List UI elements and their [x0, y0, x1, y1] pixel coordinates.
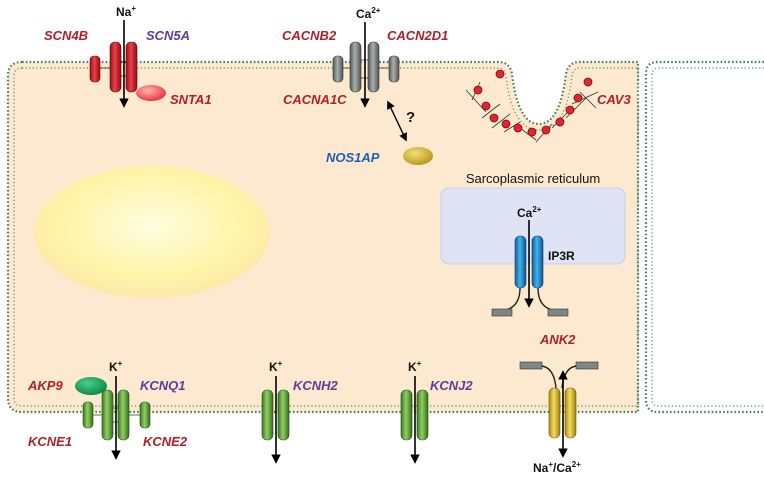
k-ion-label: K+ [408, 359, 422, 374]
cav3-molecule [573, 93, 583, 103]
kcnj2-segment [400, 389, 413, 441]
cacna1c-label: CACNA1C [283, 92, 347, 107]
interaction-arrow [387, 100, 407, 142]
scn5a-label: SCN5A [146, 28, 190, 43]
neighbor-cell-membrane [644, 60, 764, 414]
cav3-label: CAV3 [597, 92, 631, 107]
akp9-label: AKP9 [27, 378, 63, 393]
exchanger-segment [564, 387, 577, 439]
kcne2-label: KCNE2 [143, 434, 188, 449]
exchanger-segment [548, 387, 561, 439]
cacna1c-segment [367, 41, 380, 93]
calcium-channel [332, 22, 400, 108]
cav3-molecule [583, 77, 593, 87]
scn4b-subunit [89, 55, 101, 83]
cav3-molecule [473, 85, 483, 95]
na-ion-label: Na+ [116, 4, 136, 19]
kcne1-subunit [82, 401, 94, 429]
cacn2d1-subunit [388, 55, 400, 83]
ip3r-label: IP3R [548, 249, 575, 263]
kcnq1-channel [75, 376, 151, 460]
question-mark: ? [406, 109, 415, 126]
sr-ca-ion-label: Ca2+ [517, 205, 542, 220]
ank2-label: ANK2 [539, 332, 576, 347]
kcnh2-label: KCNH2 [293, 378, 339, 393]
scn4b-label: SCN4B [44, 28, 88, 43]
kcne2-subunit [139, 401, 151, 429]
cell-membrane-inner [13, 67, 639, 407]
channel-linker [93, 407, 140, 423]
scn5a-segment [109, 41, 122, 93]
ip3r-receptor [491, 220, 569, 317]
nos1ap-protein [403, 147, 433, 165]
ip3r-segment [531, 235, 544, 289]
ip3r-foot-pad [491, 308, 513, 317]
caveolin-cluster [465, 69, 599, 143]
channel-linker [343, 59, 389, 79]
kcne1-label: KCNE1 [28, 434, 72, 449]
cav3-molecule [513, 123, 523, 133]
kcnq1-segment [117, 389, 130, 441]
sr-title: Sarcoplasmic reticulum [466, 171, 600, 186]
nos1ap-label: NOS1AP [326, 150, 380, 165]
kcnj2-label: KCNJ2 [430, 378, 473, 393]
kcnh2-segment [277, 389, 290, 441]
cav3-molecule [541, 125, 551, 135]
nucleus [34, 166, 270, 298]
na-ca-ion-label: Na+/Ca2+ [533, 460, 581, 475]
scn5a-segment [125, 41, 138, 93]
neighbor-cell-membrane-inner [651, 67, 764, 407]
cav3-molecule [527, 127, 537, 137]
snta1-label: SNTA1 [170, 92, 212, 107]
kcnj2-segment [416, 389, 429, 441]
cav3-molecule [555, 117, 565, 127]
ank2-anchor [519, 361, 543, 370]
kcnq1-label: KCNQ1 [140, 378, 186, 393]
cav3-molecule [481, 101, 491, 111]
sarcoplasmic-reticulum: Sarcoplasmic reticulum [440, 171, 626, 265]
sodium-channel [89, 20, 166, 108]
ip3r-foot-pad [547, 308, 569, 317]
ip3r-segment [514, 235, 527, 289]
snta1-protein [136, 85, 166, 101]
k-ion-label: K+ [269, 359, 283, 374]
cacnb2-subunit [332, 55, 344, 83]
cav3-molecule [501, 119, 511, 129]
ca-ion-label: Ca2+ [356, 6, 381, 21]
cell-membrane [6, 60, 764, 414]
cacnb2-label: CACNB2 [282, 28, 337, 43]
k-ion-label: K+ [109, 359, 123, 374]
ank2-anchor [575, 361, 599, 370]
na-ca-exchanger [519, 361, 599, 458]
kcnh2-channel [261, 376, 290, 464]
akp9-protein [75, 377, 107, 395]
kcnj2-channel [400, 376, 429, 464]
cav3-molecule [565, 105, 575, 115]
kcnq1-segment [101, 389, 114, 441]
cav3-molecule [489, 113, 499, 123]
cav3-molecule [495, 69, 505, 79]
cytoplasm [6, 60, 640, 414]
kcnh2-segment [261, 389, 274, 441]
cacna1c-segment [349, 41, 362, 93]
cacn2d1-label: CACN2D1 [387, 28, 448, 43]
